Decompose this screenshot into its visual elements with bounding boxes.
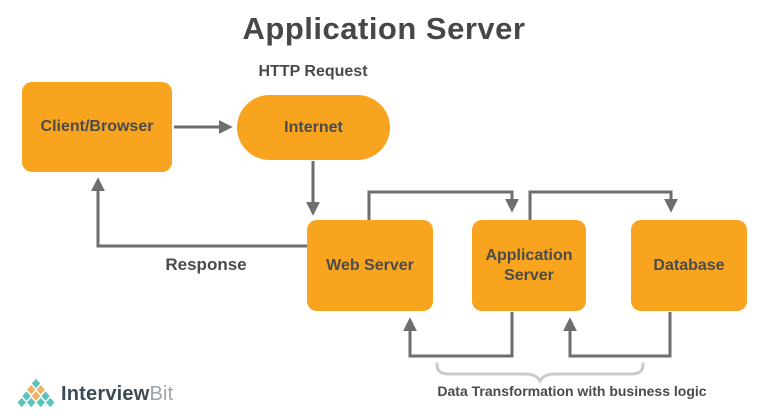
- label-data-transformation: Data Transformation with business logic: [437, 383, 707, 399]
- arrow-appserver-to-webserver-bottom: [403, 312, 514, 358]
- label-http-request: HTTP Request: [258, 63, 368, 80]
- node-database-label: Database: [653, 256, 725, 274]
- arrow-webserver-response-to-client: [91, 177, 307, 248]
- interviewbit-pyramid-icon: [17, 378, 55, 408]
- wordmark-interview: Interview: [61, 382, 150, 405]
- interviewbit-logo: InterviewBit: [17, 377, 173, 411]
- wordmark-bit: Bit: [149, 382, 174, 405]
- node-internet: Internet: [237, 95, 390, 160]
- arrow-webserver-to-appserver-top: [367, 190, 519, 220]
- diagram-title: Application Server: [242, 11, 526, 46]
- node-client-browser: Client/Browser: [22, 82, 172, 172]
- node-web-server: Web Server: [307, 220, 433, 311]
- label-response: Response: [165, 255, 247, 274]
- node-web-server-label: Web Server: [326, 256, 414, 274]
- arrow-appserver-to-database-top: [528, 190, 678, 220]
- arrow-database-to-appserver-bottom: [563, 312, 672, 358]
- interviewbit-wordmark: InterviewBit: [61, 383, 173, 406]
- node-internet-label: Internet: [284, 118, 343, 136]
- node-application-server-label: Application Server: [485, 246, 573, 284]
- node-database: Database: [631, 220, 747, 311]
- node-client-browser-label: Client/Browser: [40, 118, 154, 135]
- node-application-server: Application Server: [472, 220, 586, 311]
